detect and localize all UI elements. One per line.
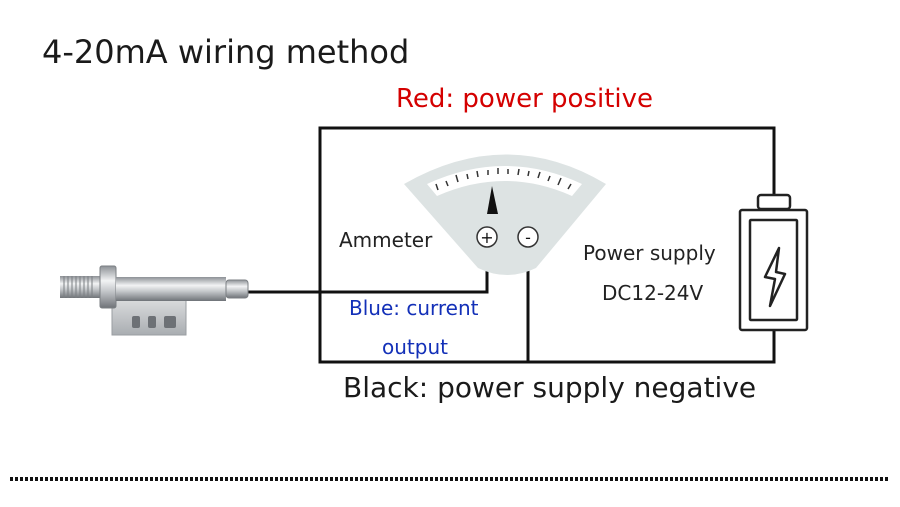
blue-wire-label-line1: Blue: current: [349, 296, 479, 320]
ammeter-positive-terminal: [476, 226, 498, 248]
ammeter-scale-ticks: [435, 168, 572, 191]
power-supply-voltage: DC12-24V: [602, 281, 704, 305]
ammeter-dial: [427, 166, 582, 196]
power-supply-label: Power supply: [583, 241, 716, 265]
ammeter-label: Ammeter: [339, 228, 433, 252]
minus-sign: -: [525, 228, 531, 247]
ammeter-negative-terminal: [517, 226, 539, 248]
plus-sign: +: [480, 228, 493, 247]
blue-wire: [248, 245, 489, 294]
red-wire-label: Red: power positive: [396, 84, 654, 114]
blue-wire-label-line2: output: [382, 335, 448, 359]
lightning-icon: [763, 246, 787, 308]
black-wire-label: Black: power supply negative: [343, 371, 757, 404]
sensor-probe-icon: [60, 265, 249, 336]
ammeter-needle: [487, 186, 498, 214]
red-wire: [318, 126, 776, 292]
page-title: 4-20mA wiring method: [42, 33, 410, 71]
battery-icon: [738, 193, 809, 332]
black-wire: [318, 292, 776, 364]
ammeter: + -: [404, 154, 606, 275]
